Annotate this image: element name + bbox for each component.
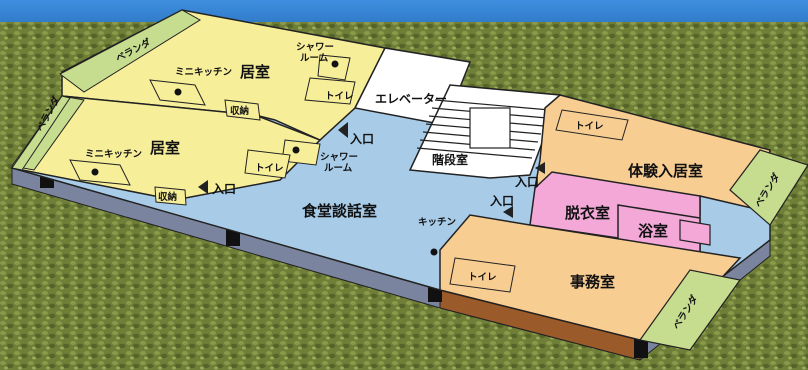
entrance-label: 入口 — [490, 194, 514, 208]
shower-room-label: シャワールーム — [296, 42, 334, 64]
trial-room-label: 体験入居室 — [628, 162, 703, 180]
storage-bottom — [154, 186, 187, 206]
fixture-dot — [292, 146, 300, 154]
kitchen-label: キッチン — [418, 217, 456, 228]
toilet-top — [304, 77, 356, 105]
fixture-dot — [91, 168, 99, 176]
dressing-room-label: 脱衣室 — [565, 204, 610, 222]
shower-room-top — [317, 54, 351, 81]
entrance-label: 入口 — [212, 182, 236, 196]
toilet-label: トイレ — [325, 91, 354, 102]
veranda-top-left — [59, 9, 201, 93]
veranda-bottom-right — [638, 269, 742, 351]
elevator-label: エレベーター — [375, 92, 447, 106]
entrance-label: 入口 — [350, 132, 374, 146]
storage-top — [224, 99, 261, 121]
storage-label: 収納 — [230, 105, 249, 117]
stair-room-label: 階段室 — [432, 152, 468, 167]
mini-kitchen-label: ミニキッチン — [85, 149, 142, 160]
entrance-arrow — [338, 122, 348, 138]
mini-kitchen-bottom — [69, 159, 131, 186]
toilet-label: トイレ — [575, 121, 604, 132]
entrance-arrow — [503, 206, 513, 218]
storage-label: 収納 — [158, 191, 177, 203]
toilet-label: トイレ — [255, 163, 284, 174]
entrance-label: 入口 — [515, 175, 539, 189]
dining-lounge-label: 食堂談話室 — [302, 202, 377, 220]
living-room-label: 居室 — [240, 63, 270, 81]
veranda-right — [729, 149, 808, 226]
office-label: 事務室 — [570, 273, 615, 291]
shower-room-label: シャワールーム — [320, 152, 358, 174]
mini-kitchen-label: ミニキッチン — [175, 67, 232, 78]
entrance-arrow — [198, 180, 208, 194]
fixture-dot — [331, 60, 339, 68]
toilet-trial — [555, 109, 629, 141]
bathtub — [679, 219, 711, 246]
bathroom-label: 浴室 — [638, 222, 668, 240]
living-room-label: 居室 — [150, 139, 180, 157]
fixture-dot — [430, 248, 438, 256]
stairs-icon — [416, 99, 551, 159]
toilet-label: トイレ — [468, 272, 497, 283]
entrance-arrow — [535, 162, 545, 174]
toilet-bottom — [244, 149, 291, 179]
veranda-left — [11, 95, 71, 171]
fixture-dot — [174, 88, 182, 96]
toilet-office — [449, 257, 516, 293]
